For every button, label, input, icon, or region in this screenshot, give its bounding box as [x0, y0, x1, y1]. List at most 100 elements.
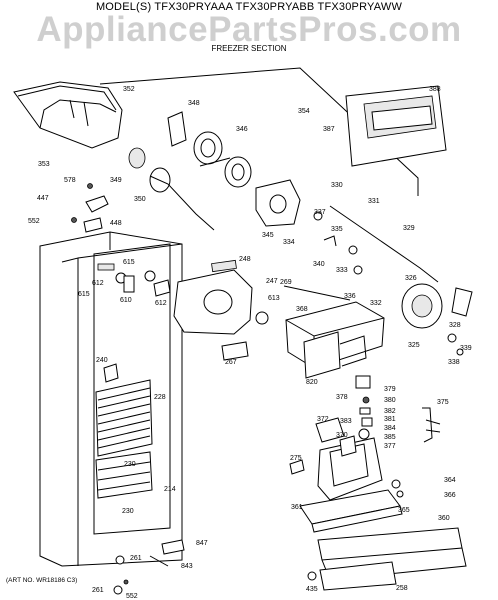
- art-number: (ART NO. WR18186 C3): [6, 577, 78, 584]
- auger-motor: [128, 147, 215, 231]
- callout-258: 258: [396, 585, 408, 592]
- callout-228: 228: [154, 394, 166, 401]
- screw-261b: [113, 585, 123, 595]
- grommet-615b: [144, 270, 156, 282]
- callout-382: 382: [384, 408, 396, 415]
- callout-612: 612: [155, 300, 167, 307]
- callout-352: 352: [123, 86, 135, 93]
- callout-360: 360: [438, 515, 450, 522]
- callout-447: 447: [37, 195, 49, 202]
- callout-214: 214: [164, 486, 176, 493]
- callout-365: 365: [398, 507, 410, 514]
- clip-275: [289, 459, 305, 475]
- callout-354: 354: [298, 108, 310, 115]
- callout-328: 328: [449, 322, 461, 329]
- clip-448: [83, 217, 103, 233]
- control-box: [315, 417, 383, 501]
- bracket-267: [221, 341, 249, 361]
- callout-361: 361: [291, 504, 303, 511]
- callout-379: 379: [384, 386, 396, 393]
- callout-552: 552: [126, 593, 138, 600]
- section-title: FREEZER SECTION: [211, 44, 287, 53]
- tube-269: [283, 285, 351, 301]
- part-847: [161, 539, 185, 555]
- callout-578: 578: [64, 177, 76, 184]
- callout-348: 348: [188, 100, 200, 107]
- callout-346: 346: [236, 126, 248, 133]
- callout-843: 843: [181, 563, 193, 570]
- callout-353: 353: [38, 161, 50, 168]
- callout-329: 329: [403, 225, 415, 232]
- callout-435: 435: [306, 586, 318, 593]
- evaporator: [95, 379, 153, 457]
- callout-261: 261: [92, 587, 104, 594]
- freezer-cabinet: [39, 231, 183, 567]
- wiring-375: [422, 407, 441, 443]
- callout-338: 338: [448, 359, 460, 366]
- thermostat-610: [123, 275, 135, 293]
- part-240: [103, 363, 119, 383]
- callout-383: 383: [340, 418, 352, 425]
- callout-230: 230: [124, 461, 136, 468]
- rail-360: [317, 527, 463, 561]
- arm-340: [323, 235, 337, 247]
- callout-610: 610: [120, 297, 132, 304]
- dispenser-motor: [401, 283, 473, 356]
- callout-336: 336: [344, 293, 356, 300]
- callout-378: 378: [336, 394, 348, 401]
- mounting-plate-345: [255, 179, 301, 227]
- callout-339: 339: [460, 345, 472, 352]
- callout-334: 334: [283, 239, 295, 246]
- fan-shroud: [173, 259, 253, 335]
- part-843: [149, 555, 169, 567]
- model-list: MODEL(S) TFX30PRYAAA TFX30PRYABB TFX30PR…: [95, 1, 403, 13]
- callout-366: 366: [444, 492, 456, 499]
- callout-331: 331: [368, 198, 380, 205]
- callout-615: 615: [78, 291, 90, 298]
- heater-230: [95, 451, 153, 499]
- screw-552: [71, 217, 77, 223]
- callout-448: 448: [110, 220, 122, 227]
- callout-387: 387: [323, 126, 335, 133]
- callout-330: 330: [331, 182, 343, 189]
- callout-388: 388: [429, 86, 441, 93]
- callout-552: 552: [28, 218, 40, 225]
- screw-366: [396, 490, 404, 498]
- callout-377: 377: [384, 443, 396, 450]
- bushing-337b: [348, 245, 358, 255]
- callout-613: 613: [268, 295, 280, 302]
- callout-230: 230: [122, 508, 134, 515]
- dispenser-chute: [345, 85, 447, 167]
- auger-assembly: [167, 111, 252, 188]
- bushing-337: [313, 211, 323, 221]
- callout-248: 248: [239, 256, 251, 263]
- watermark: AppliancePartsPros.com: [36, 10, 462, 49]
- screw-552b: [123, 579, 129, 585]
- callout-333: 333: [336, 267, 348, 274]
- callout-375: 375: [437, 399, 449, 406]
- callout-240: 240: [96, 357, 108, 364]
- bushing-335: [353, 265, 363, 275]
- callout-364: 364: [444, 477, 456, 484]
- ice-rod: [329, 205, 439, 283]
- bracket-447: [85, 195, 109, 213]
- callout-372: 372: [317, 416, 329, 423]
- callout-820: 820: [306, 379, 318, 386]
- callout-370: 370: [336, 432, 348, 439]
- callout-615: 615: [123, 259, 135, 266]
- callout-326: 326: [405, 275, 417, 282]
- screw-261: [115, 555, 125, 565]
- callout-612: 612: [92, 280, 104, 287]
- screw-435: [307, 571, 317, 581]
- callout-275: 275: [290, 455, 302, 462]
- fan-blade-613: [255, 311, 269, 325]
- callout-847: 847: [196, 540, 208, 547]
- callout-247: 247: [266, 278, 278, 285]
- icemaker: [285, 301, 385, 379]
- callout-332: 332: [370, 300, 382, 307]
- clip-612b: [153, 279, 171, 297]
- callout-340: 340: [313, 261, 325, 268]
